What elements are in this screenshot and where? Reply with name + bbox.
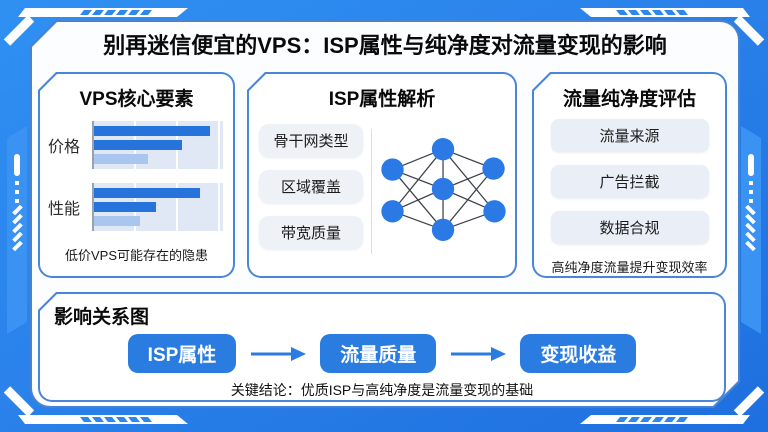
page-title: 别再迷信便宜的VPS：ISP属性与纯净度对流量变现的影响 (103, 33, 667, 58)
deco-bar (18, 8, 188, 17)
deco-dashes (7, 154, 27, 248)
pill-traffic-source[interactable]: 流量来源 (550, 119, 709, 152)
chart-label-performance: 性能 (48, 201, 81, 218)
pill-ad-blocking[interactable]: 广告拦截 (550, 165, 709, 198)
card-isp-attributes: ISP属性解析 骨干网类型 区域覆盖 带宽质量 (247, 72, 517, 278)
card-purity-caption: 高纯净度流量提升变现效率 (551, 260, 708, 275)
deco-dashes (618, 417, 686, 422)
deco-bar (580, 415, 750, 424)
purity-pill-list: 流量来源 广告拦截 数据合规 (534, 119, 725, 244)
frame-decoration-right-bar (741, 126, 761, 334)
card-vps-caption: 低价VPS可能存在的隐患 (64, 248, 208, 263)
flow-arrow-icon (251, 346, 307, 361)
vertical-divider (371, 129, 372, 254)
flow-title: 影响关系图 (54, 307, 150, 328)
pill-data-compliance[interactable]: 数据合规 (550, 211, 709, 244)
chart-plot-performance (92, 183, 223, 231)
deco-corner-stripe (733, 386, 765, 417)
pill-region-coverage[interactable]: 区域覆盖 (259, 170, 363, 203)
chart-label-price: 价格 (48, 139, 81, 156)
chart-group-price: 价格 (48, 121, 223, 169)
chart-plot-price (92, 121, 223, 169)
deco-dashes (82, 10, 150, 15)
flow-step-isp[interactable]: ISP属性 (127, 334, 237, 373)
bar (94, 202, 156, 212)
flow-step-traffic-quality[interactable]: 流量质量 (320, 334, 437, 373)
deco-bar (580, 8, 750, 17)
pill-bandwidth-quality[interactable]: 带宽质量 (259, 216, 363, 249)
bar (94, 140, 182, 150)
bar (94, 188, 200, 198)
card-purity-title: 流量纯净度评估 (562, 89, 696, 110)
deco-dashes (82, 417, 150, 422)
card-traffic-purity: 流量纯净度评估 流量来源 广告拦截 数据合规 高纯净度流量提升变现效率 (532, 72, 727, 278)
deco-bar (18, 415, 188, 424)
card-isp-title: ISP属性解析 (328, 89, 436, 110)
flow-arrow-icon (451, 346, 507, 361)
pill-backbone-type[interactable]: 骨干网类型 (259, 124, 363, 157)
card-vps-title: VPS核心要素 (79, 89, 194, 110)
flow-diagram: ISP属性 流量质量 变现收益 (54, 334, 710, 373)
network-nodes (381, 138, 506, 241)
bar (94, 216, 141, 226)
card-vps-factors: VPS核心要素 价格 性能 低价VPS可能存在的隐患 (38, 72, 235, 278)
deco-dashes (618, 10, 686, 15)
vps-bar-chart: 价格 性能 (48, 121, 223, 231)
network-graph (381, 138, 506, 241)
flow-step-monetization[interactable]: 变现收益 (520, 334, 637, 373)
deco-corner-stripe (3, 386, 35, 417)
bar (94, 126, 211, 136)
deco-dashes (741, 154, 761, 248)
isp-pill-list: 骨干网类型 区域覆盖 带宽质量 (259, 124, 363, 262)
bar (94, 154, 149, 164)
chart-group-performance: 性能 (48, 183, 223, 231)
frame-decoration-left-bar (7, 126, 27, 334)
card-impact-flow: 影响关系图 ISP属性 流量质量 变现收益 关键结论：优质ISP与高纯净度是流量… (38, 292, 726, 402)
flow-caption: 关键结论：优质ISP与高纯净度是流量变现的基础 (230, 382, 534, 398)
